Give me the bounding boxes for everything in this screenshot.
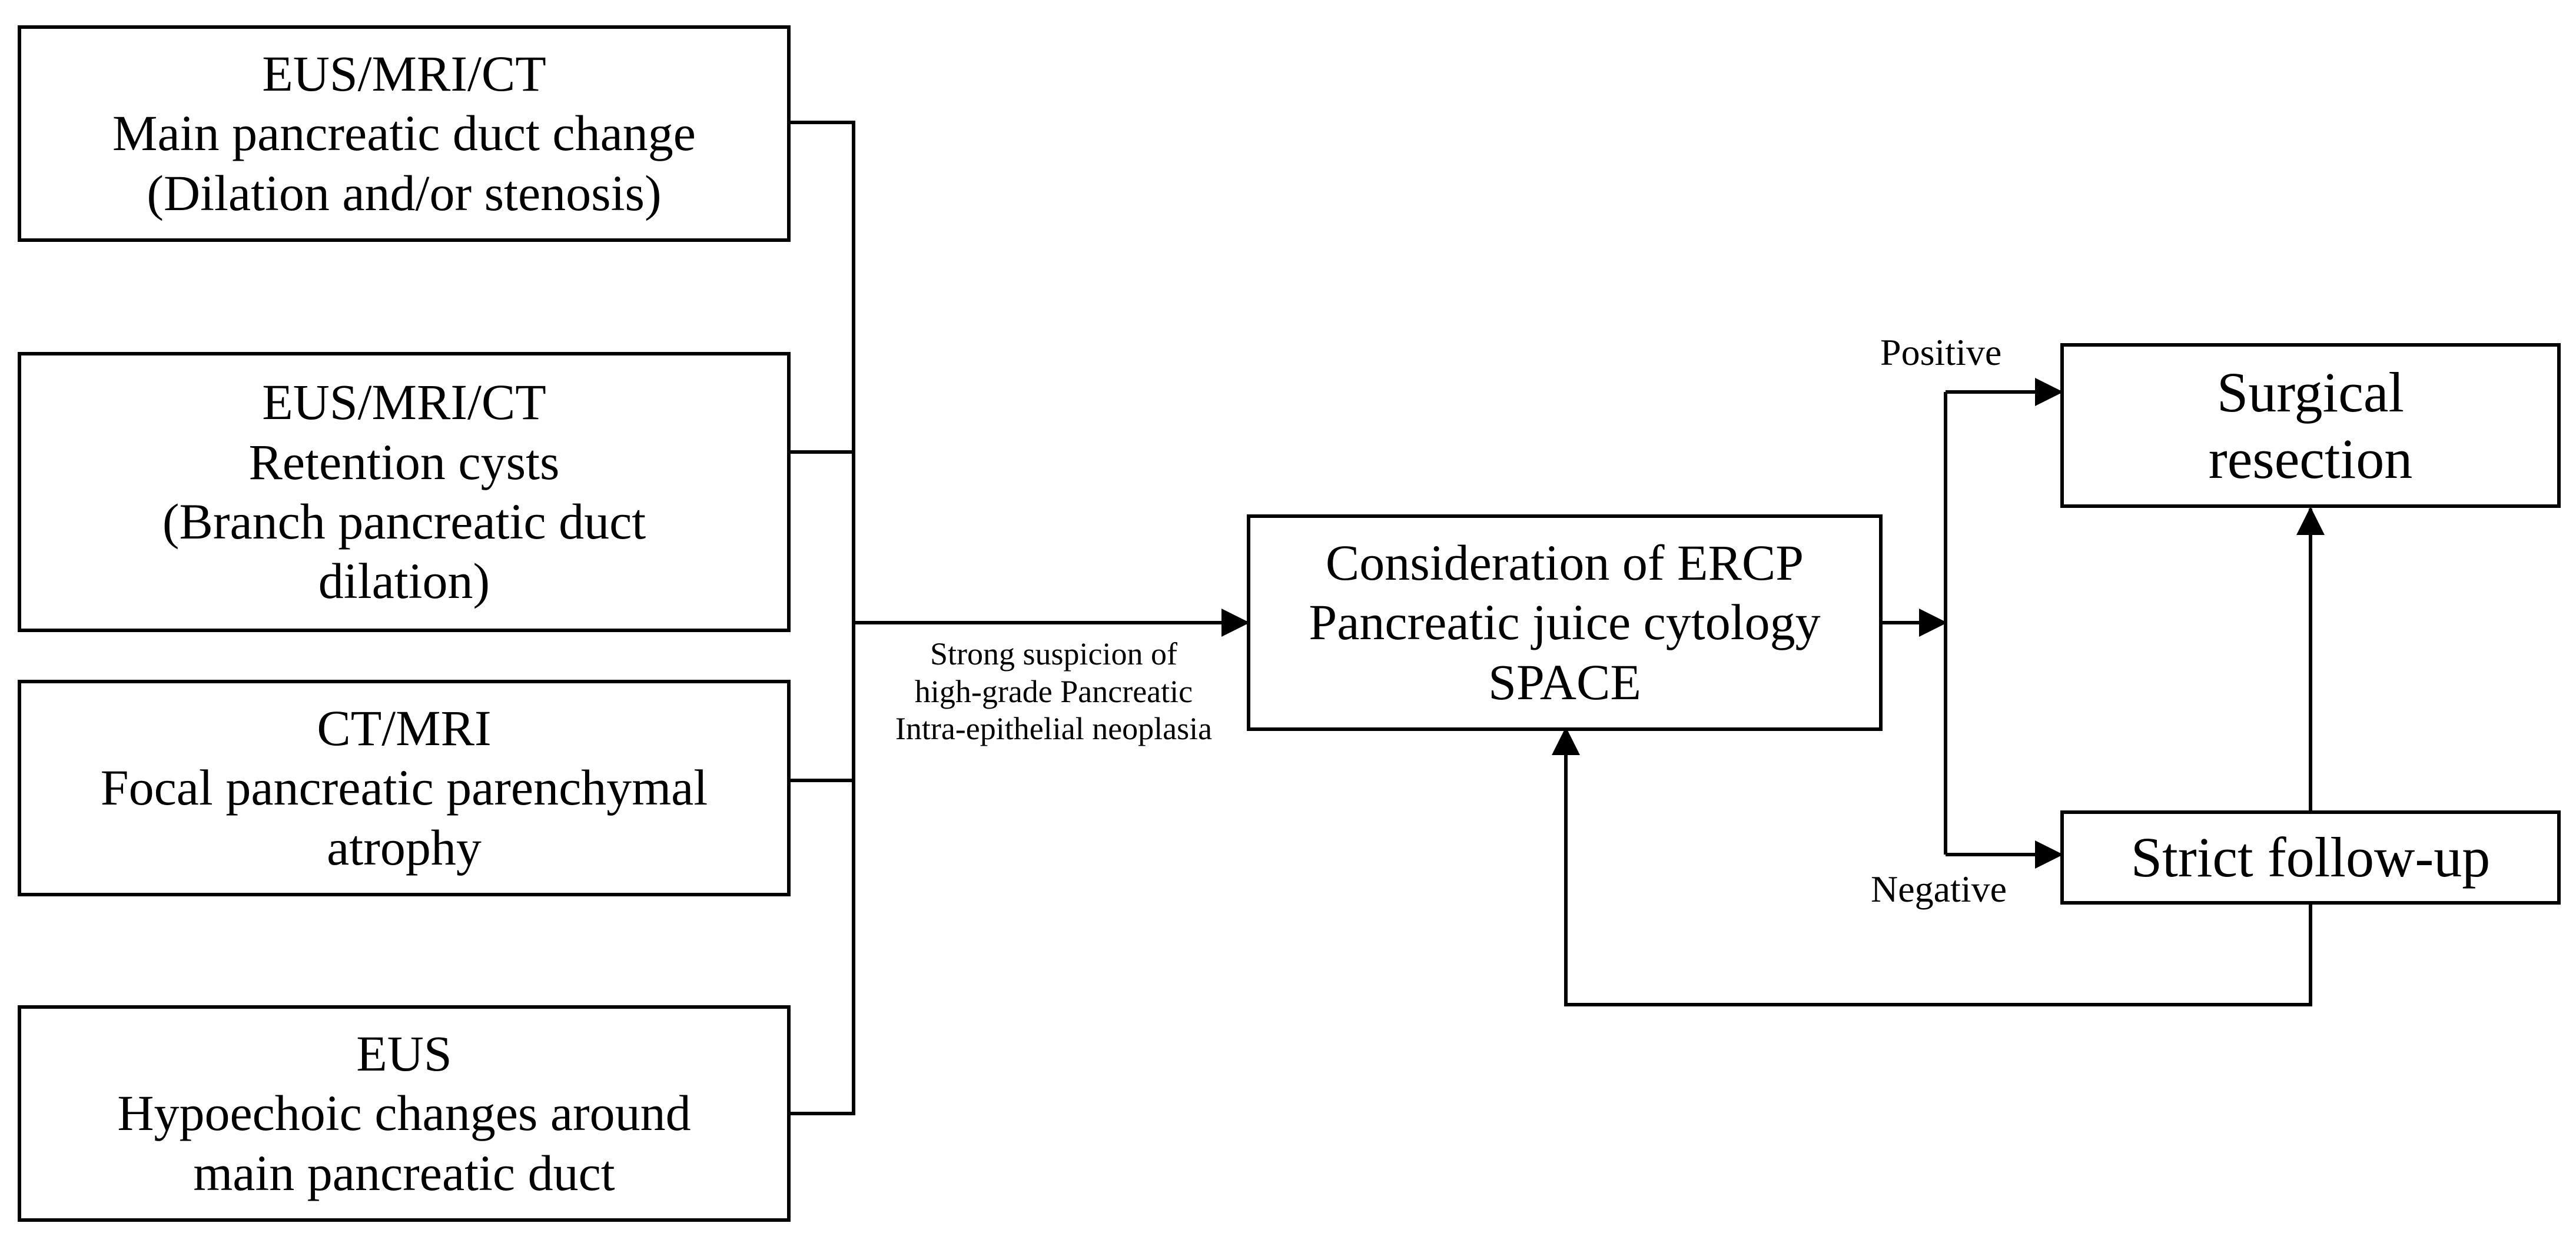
arrow-followup-loop-to-ercp — [1552, 727, 2312, 1006]
box-hypoechoic: EUS Hypoechoic changes around main pancr… — [18, 1005, 791, 1222]
box-focal-atrophy-line-2: Focal pancreatic parenchymal — [100, 759, 708, 816]
suspicion-label-line-2: high-grade Pancreatic — [914, 673, 1193, 709]
box-focal-atrophy: CT/MRI Focal pancreatic parenchymal atro… — [18, 680, 791, 896]
box-surgical-resection-line-1: Surgical — [2216, 360, 2405, 424]
box-ercp: Consideration of ERCP Pancreatic juice c… — [1247, 514, 1883, 731]
box-surgical-resection: Surgical resection — [2060, 343, 2561, 508]
box-ercp-line-1: Consideration of ERCP — [1325, 534, 1804, 591]
box-mpd-change-line-3: (Dilation and/or stenosis) — [147, 164, 662, 221]
box-retention-cysts-line-4: dilation) — [318, 553, 490, 610]
box-strict-follow-up-line-1: Strict follow-up — [2130, 826, 2491, 889]
box-hypoechoic-line-2: Hypoechoic changes around — [117, 1085, 691, 1142]
suspicion-label: Strong suspicion of high-grade Pancreati… — [848, 636, 1260, 748]
box-ercp-line-3: SPACE — [1488, 653, 1641, 710]
box-strict-follow-up: Strict follow-up — [2060, 810, 2561, 905]
box-mpd-change: EUS/MRI/CT Main pancreatic duct change (… — [18, 25, 791, 242]
box-retention-cysts-line-3: (Branch pancreatic duct — [162, 493, 646, 550]
box-retention-cysts-line-1: EUS/MRI/CT — [262, 374, 546, 431]
suspicion-label-line-1: Strong suspicion of — [930, 636, 1177, 672]
box-focal-atrophy-line-1: CT/MRI — [317, 699, 492, 756]
box-mpd-change-line-2: Main pancreatic duct change — [112, 105, 696, 162]
suspicion-label-line-3: Intra-epithelial neoplasia — [895, 711, 1213, 747]
positive-label: Positive — [1880, 331, 2002, 373]
box-hypoechoic-line-1: EUS — [356, 1025, 452, 1082]
box-retention-cysts-line-2: Retention cysts — [248, 433, 560, 490]
box-focal-atrophy-line-3: atrophy — [327, 819, 482, 876]
box-mpd-change-line-1: EUS/MRI/CT — [262, 45, 546, 102]
negative-label: Negative — [1871, 868, 2007, 910]
box-ercp-line-2: Pancreatic juice cytology — [1309, 594, 1821, 651]
box-retention-cysts: EUS/MRI/CT Retention cysts (Branch pancr… — [18, 352, 791, 632]
box-hypoechoic-line-3: main pancreatic duct — [193, 1144, 615, 1201]
box-surgical-resection-line-2: resection — [2208, 427, 2413, 490]
